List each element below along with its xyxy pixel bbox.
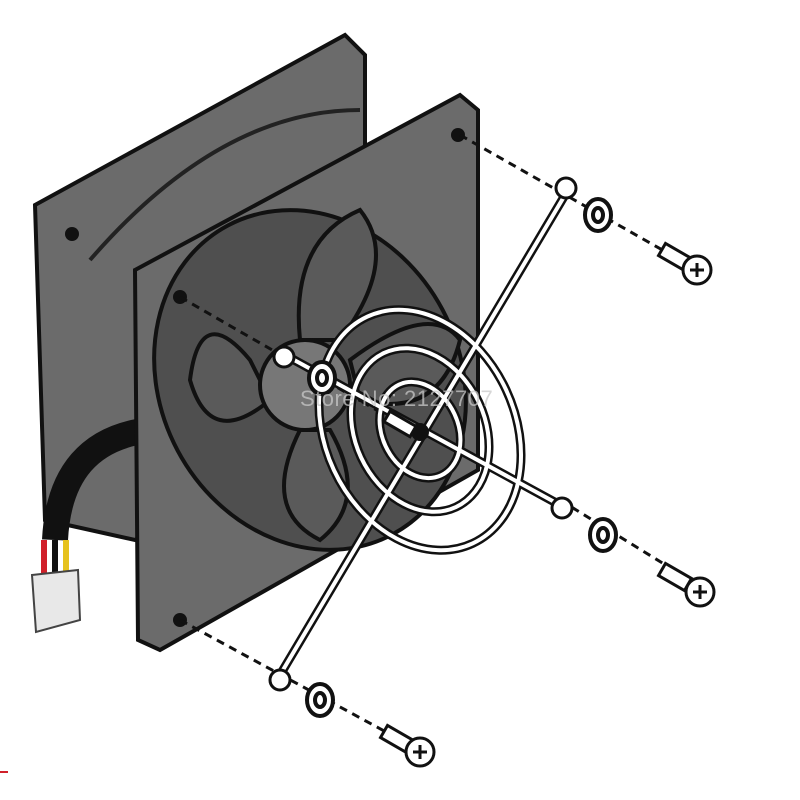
washers [305, 197, 618, 718]
finger-guard [268, 176, 578, 692]
screws [378, 241, 716, 768]
fan-connector [30, 568, 82, 634]
watermark: Store No: 2127707 [300, 386, 494, 411]
